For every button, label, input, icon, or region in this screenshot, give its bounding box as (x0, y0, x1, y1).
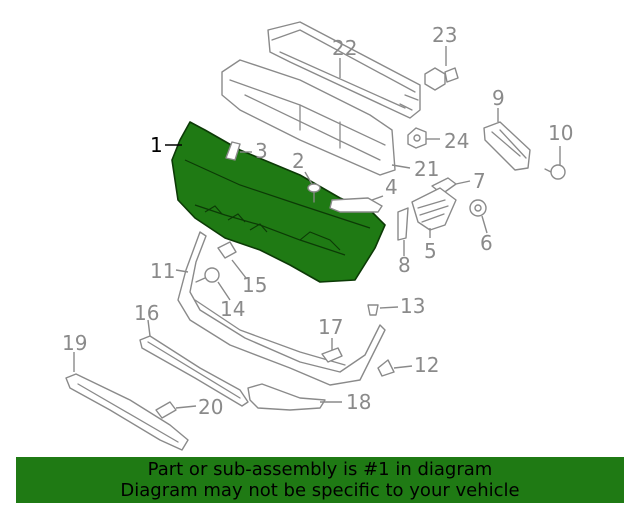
callout-14: 14 (220, 297, 245, 321)
callout-4: 4 (385, 175, 398, 199)
leader-lines (73, 46, 561, 409)
callout-7: 7 (473, 169, 486, 193)
callout-15: 15 (242, 273, 267, 297)
banner-line-2: Diagram may not be specific to your vehi… (120, 480, 520, 501)
callout-24: 24 (444, 129, 469, 153)
callout-1: 1 (150, 133, 163, 157)
part-9-side-bracket[interactable] (483, 121, 531, 171)
part-10-retainer[interactable] (544, 164, 566, 180)
callout-19: 19 (62, 331, 87, 355)
callout-13: 13 (400, 294, 425, 318)
callout-20: 20 (198, 395, 223, 419)
part-13-push-clip[interactable] (367, 304, 379, 316)
part-16-trim-strip[interactable] (139, 335, 249, 407)
part-2-push-pin[interactable] (307, 183, 321, 203)
part-23-bolt[interactable] (424, 67, 459, 91)
part-21-energy-absorber[interactable] (221, 59, 396, 176)
callout-2: 2 (292, 149, 305, 173)
callout-5: 5 (424, 239, 437, 263)
callout-23: 23 (432, 23, 457, 47)
banner-line-1: Part or sub-assembly is #1 in diagram (147, 459, 493, 480)
part-14-bolt[interactable] (195, 267, 220, 283)
callout-22: 22 (332, 36, 357, 60)
part-1-bumper-cover[interactable] (171, 121, 386, 283)
part-15-clip[interactable] (217, 241, 237, 259)
callout-9: 9 (492, 86, 505, 110)
part-8-small-bracket[interactable] (397, 207, 409, 241)
callouts: 1 2 3 4 5 6 7 8 9 10 11 12 13 14 15 16 1… (62, 23, 573, 419)
part-3-clip[interactable] (225, 141, 241, 161)
callout-11: 11 (150, 259, 175, 283)
part-24-nut[interactable] (407, 127, 427, 149)
callout-18: 18 (346, 390, 371, 414)
part-17-screw[interactable] (321, 347, 343, 363)
info-banner: Part or sub-assembly is #1 in diagram Di… (16, 457, 624, 503)
part-6-nut[interactable] (469, 199, 487, 217)
part-12-clip[interactable] (377, 359, 395, 377)
parts-diagram: 1 2 3 4 5 6 7 8 9 10 11 12 13 14 15 16 1… (62, 21, 573, 451)
callout-3: 3 (255, 139, 268, 163)
part-4-bracket[interactable] (329, 197, 383, 213)
callout-17: 17 (318, 315, 343, 339)
part-22-reinforcement-bar[interactable] (267, 21, 421, 119)
part-11-lower-spoiler[interactable] (177, 231, 386, 386)
part-5-guide-bracket[interactable] (411, 187, 457, 231)
part-18-lower-trim[interactable] (247, 383, 326, 411)
callout-16: 16 (134, 301, 159, 325)
callout-12: 12 (414, 353, 439, 377)
callout-8: 8 (398, 253, 411, 277)
part-19-skid-plate[interactable] (65, 373, 189, 451)
callout-10: 10 (548, 121, 573, 145)
part-20-screw[interactable] (155, 401, 177, 419)
callout-21: 21 (414, 157, 439, 181)
callout-6: 6 (480, 231, 493, 255)
